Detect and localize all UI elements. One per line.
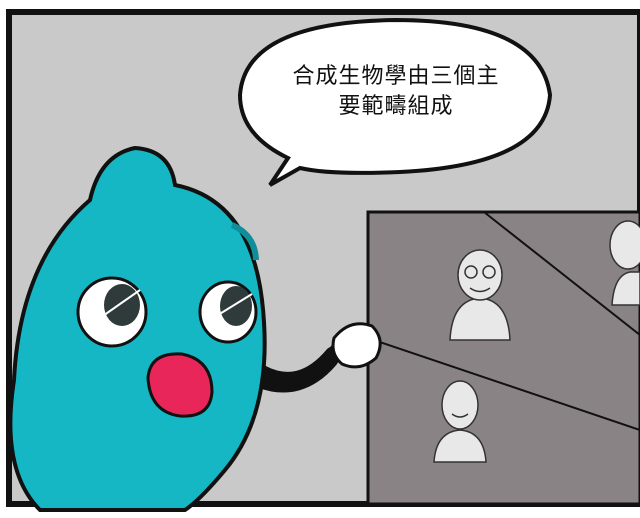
speech-bubble <box>237 17 553 187</box>
character-mouth <box>146 352 214 418</box>
blue-character <box>8 145 267 512</box>
speech-bubble-text: 合成生物學由三個主 要範疇組成 <box>262 62 530 122</box>
character-arm <box>252 322 382 393</box>
character-left-eye <box>76 276 148 348</box>
presentation-board <box>366 210 640 506</box>
portrait-scientist-1 <box>449 249 511 341</box>
character-right-eye <box>198 280 258 344</box>
portrait-scientist-2 <box>609 220 640 306</box>
speech-line-1: 合成生物學由三個主 <box>292 64 500 89</box>
portrait-scientist-3 <box>433 380 487 463</box>
speech-line-2: 要範疇組成 <box>338 94 454 119</box>
